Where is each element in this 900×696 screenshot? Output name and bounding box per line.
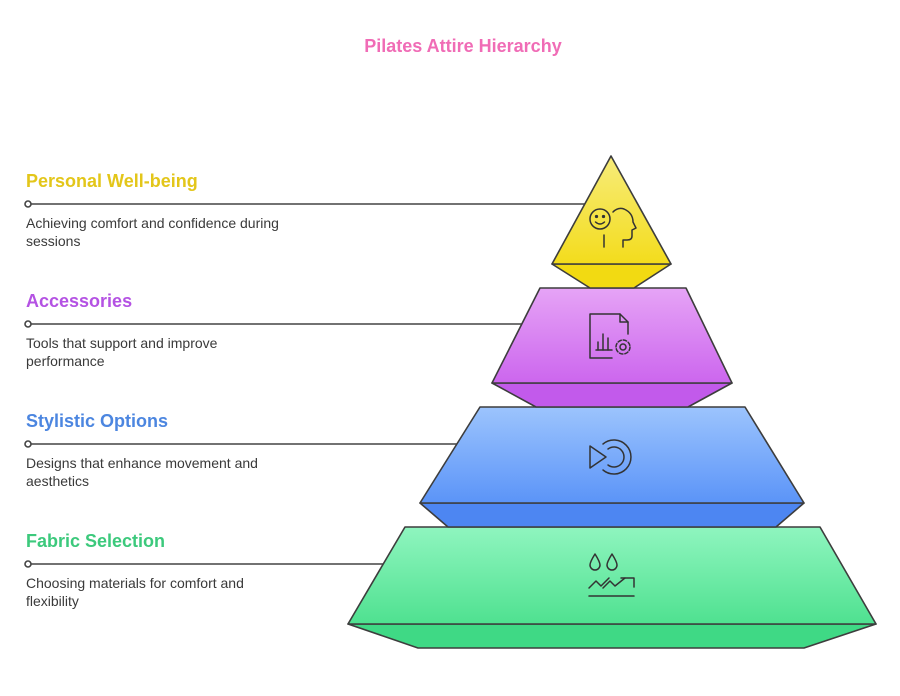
pyramid-tier-personal-well-being bbox=[551, 155, 672, 289]
level-label-accessories: Accessories Tools that support and impro… bbox=[26, 290, 326, 369]
level-label-fabric-selection: Fabric Selection Choosing materials for … bbox=[26, 530, 326, 609]
pyramid-tier-accessories bbox=[491, 287, 733, 408]
play-cycle-icon bbox=[589, 439, 632, 475]
level-heading: Fabric Selection bbox=[26, 531, 166, 551]
level-description: Achieving comfort and confidence during … bbox=[26, 215, 279, 249]
level-label-stylistic-options: Stylistic Options Designs that enhance m… bbox=[26, 410, 326, 489]
droplets-flow-icon bbox=[588, 553, 635, 597]
level-description: Tools that support and improve performan… bbox=[26, 335, 218, 369]
level-description: Designs that enhance movement and aesthe… bbox=[26, 455, 258, 489]
pyramid-tier-stylistic-options bbox=[419, 406, 805, 528]
leader-dot bbox=[24, 200, 32, 208]
leader-dot bbox=[24, 320, 32, 328]
level-description: Choosing materials for comfort and flexi… bbox=[26, 575, 244, 609]
leader-dot bbox=[24, 560, 32, 568]
level-heading: Personal Well-being bbox=[26, 171, 198, 191]
wellbeing-face-icon bbox=[589, 207, 637, 248]
leader-dot bbox=[24, 440, 32, 448]
pyramid-tier-fabric-selection bbox=[347, 526, 877, 649]
diagram-title: Pilates Attire Hierarchy bbox=[364, 36, 562, 56]
level-label-personal-well-being: Personal Well-being Achieving comfort an… bbox=[26, 170, 326, 249]
document-gear-icon bbox=[589, 313, 631, 359]
level-heading: Accessories bbox=[26, 291, 133, 311]
level-heading: Stylistic Options bbox=[26, 411, 169, 431]
